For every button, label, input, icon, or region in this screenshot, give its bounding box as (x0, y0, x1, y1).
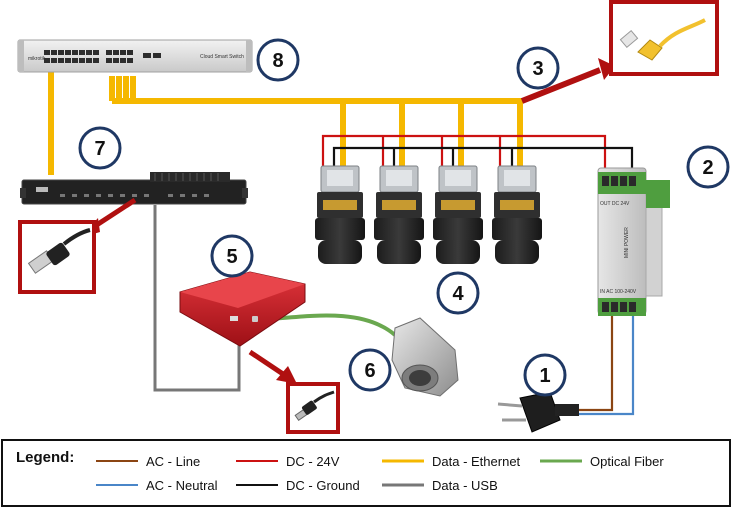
callout-4-label: 4 (452, 283, 464, 305)
switch-brand-text: mikrotik (28, 56, 46, 62)
ethernet-wires (51, 70, 522, 180)
psu-brand-text: MINI POWER (624, 227, 630, 258)
legend-title: Legend: (16, 449, 74, 466)
callout-4: 4 (438, 273, 478, 313)
callout-8: 8 (258, 40, 298, 80)
callout-5: 5 (212, 236, 252, 276)
camera-1 (315, 166, 365, 264)
ethernet-plug-box (611, 2, 717, 74)
ac-power-plug (498, 392, 579, 432)
psu-out-text: OUT DC 24V (600, 201, 630, 207)
switch-model-text: Cloud Smart Switch (200, 54, 244, 60)
callout-7: 7 (80, 128, 120, 168)
callout-5-label: 5 (226, 246, 237, 268)
usb-a-plug-box (20, 222, 94, 292)
network-switch: mikrotik Cloud Smart Switch (18, 40, 252, 72)
optical-connector (392, 318, 458, 396)
camera-2 (374, 166, 424, 264)
callout-6-label: 6 (364, 360, 375, 382)
callout-2: 2 (688, 147, 728, 187)
mini-usb-plug-box (288, 384, 338, 432)
svg-text:AC - Line: AC - Line (146, 454, 200, 469)
callout-3-label: 3 (532, 58, 543, 80)
callout-6: 6 (350, 350, 390, 390)
callout-2-label: 2 (702, 157, 713, 179)
callout-3: 3 (518, 48, 558, 88)
callout-7-label: 7 (94, 138, 105, 160)
svg-text:AC - Neutral: AC - Neutral (146, 478, 218, 493)
legend: Legend: AC - Line AC - Neutral DC - 24V … (2, 440, 730, 506)
din-power-supply: OUT DC 24V IN AC 100-240V MINI POWER (598, 168, 670, 316)
camera-4 (492, 166, 542, 264)
svg-text:DC - 24V: DC - 24V (286, 454, 340, 469)
svg-text:DC - Ground: DC - Ground (286, 478, 360, 493)
ac-wires (578, 316, 633, 414)
svg-text:Data - USB: Data - USB (432, 478, 498, 493)
callout-1: 1 (525, 355, 565, 395)
callout-1-label: 1 (539, 365, 550, 387)
svg-text:Optical Fiber: Optical Fiber (590, 454, 664, 469)
camera-3 (433, 166, 483, 264)
usb-interface-box (180, 272, 305, 346)
svg-text:Data - Ethernet: Data - Ethernet (432, 454, 521, 469)
callout-8-label: 8 (272, 50, 283, 72)
psu-in-text: IN AC 100-240V (600, 289, 637, 295)
dc-ground-wires (334, 148, 632, 172)
